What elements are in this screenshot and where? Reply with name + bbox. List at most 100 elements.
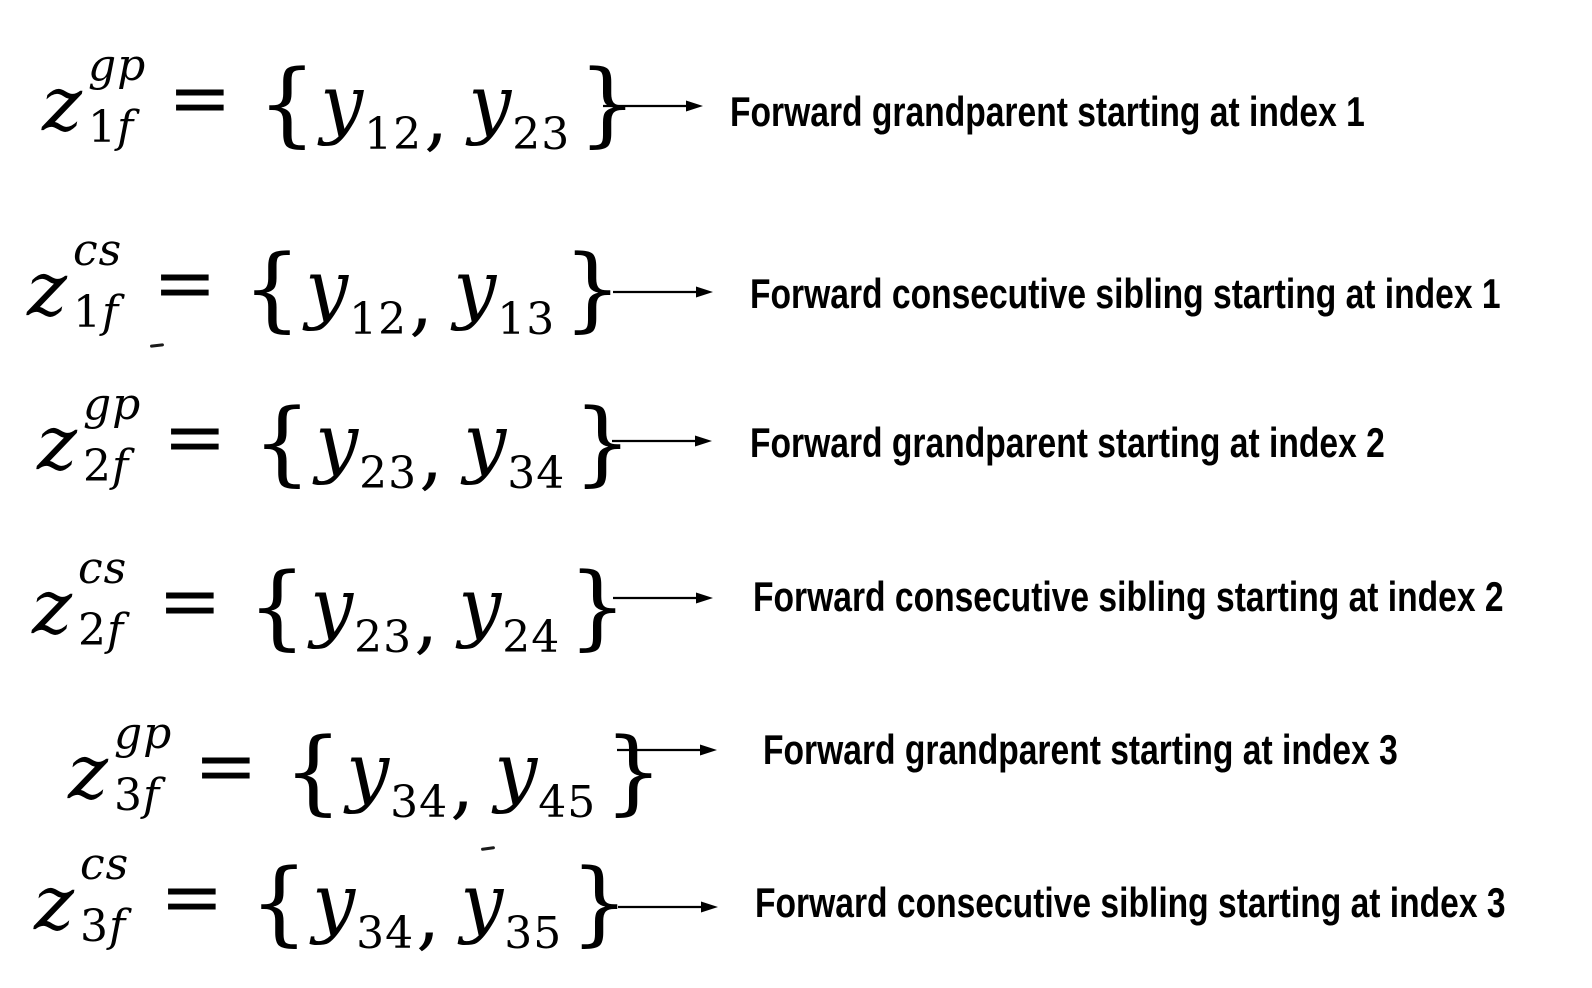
z-superscript: cs bbox=[78, 543, 128, 594]
set-element-sub: 34 bbox=[390, 777, 449, 828]
z-subscript-num: 3 bbox=[114, 770, 142, 821]
scan-artifact bbox=[480, 846, 496, 851]
arrow-icon bbox=[617, 744, 717, 756]
set-element: y24 bbox=[458, 568, 560, 660]
z-base: z bbox=[34, 858, 75, 947]
set-element: y23 bbox=[315, 404, 417, 496]
equals-sign: = bbox=[194, 721, 258, 810]
set-element-base: y bbox=[315, 397, 359, 486]
z-subscript-letter: f bbox=[107, 605, 124, 656]
annotation-label: Forward consecutive sibling starting at … bbox=[753, 573, 1504, 620]
z-subscript-num: 1 bbox=[73, 287, 101, 338]
comma: , bbox=[419, 410, 444, 499]
z-term: z cs 2f bbox=[32, 547, 126, 653]
equation: z cs 1f = { y12 , y13 } bbox=[27, 229, 622, 342]
comma: , bbox=[409, 256, 434, 345]
set-element-base: y bbox=[320, 58, 364, 147]
arrow-icon bbox=[618, 901, 718, 913]
z-subscript: 3f bbox=[80, 905, 125, 949]
set-element: y23 bbox=[310, 568, 412, 660]
open-brace: { bbox=[283, 718, 343, 825]
set-element-sub: 34 bbox=[356, 908, 415, 959]
set-element: y35 bbox=[460, 864, 562, 956]
set-element-sub: 24 bbox=[502, 612, 561, 663]
set-element: y12 bbox=[305, 250, 407, 342]
z-superscript: gp bbox=[88, 40, 147, 91]
z-base: z bbox=[32, 562, 73, 651]
set-element-base: y bbox=[453, 243, 497, 332]
z-term: z cs 3f bbox=[34, 843, 128, 949]
set-element-sub: 23 bbox=[354, 612, 413, 663]
arrow-icon bbox=[613, 592, 713, 604]
set-element-sub: 45 bbox=[538, 777, 597, 828]
set-element-sub: 12 bbox=[364, 109, 423, 160]
set-element-sub: 12 bbox=[349, 294, 408, 345]
annotation-label: Forward consecutive sibling starting at … bbox=[755, 879, 1506, 926]
open-brace: { bbox=[247, 553, 307, 660]
set-element-sub: 23 bbox=[359, 448, 418, 499]
set-element: y34 bbox=[312, 864, 414, 956]
set-element: y13 bbox=[453, 250, 555, 342]
open-brace: { bbox=[242, 235, 302, 342]
z-base: z bbox=[27, 244, 68, 333]
annotation-label: Forward consecutive sibling starting at … bbox=[750, 270, 1501, 317]
set-element: y12 bbox=[320, 65, 422, 157]
close-brace: } bbox=[604, 718, 663, 825]
z-subscript-letter: f bbox=[102, 287, 119, 338]
z-superscript: cs bbox=[80, 839, 130, 890]
equals-sign: = bbox=[153, 238, 217, 327]
set-element: y34 bbox=[463, 404, 565, 496]
annotation-label: Forward grandparent starting at index 1 bbox=[730, 88, 1365, 135]
set-element-base: y bbox=[305, 243, 349, 332]
set-element-sub: 35 bbox=[504, 908, 563, 959]
comma: , bbox=[416, 870, 441, 959]
set-element-base: y bbox=[346, 726, 390, 815]
equation: z gp 2f = { y23 , y34 } bbox=[37, 383, 632, 496]
set-element-base: y bbox=[468, 58, 512, 147]
equation: z gp 1f = { y12 , y23 } bbox=[42, 44, 637, 157]
set-element-base: y bbox=[312, 857, 356, 946]
z-subscript-num: 2 bbox=[83, 441, 111, 492]
annotation-label: Forward grandparent starting at index 2 bbox=[750, 419, 1385, 466]
z-base: z bbox=[42, 59, 83, 148]
equals-sign: = bbox=[160, 852, 224, 941]
z-subscript-letter: f bbox=[143, 770, 160, 821]
open-brace: { bbox=[249, 849, 309, 956]
set-element: y45 bbox=[494, 733, 596, 825]
arrow-icon bbox=[613, 286, 713, 298]
close-brace: } bbox=[568, 553, 627, 660]
z-superscript: gp bbox=[83, 379, 142, 430]
close-brace: } bbox=[578, 50, 637, 157]
close-brace: } bbox=[563, 235, 622, 342]
scan-artifact bbox=[149, 343, 165, 348]
z-superscript: gp bbox=[114, 708, 173, 759]
z-superscript: cs bbox=[73, 225, 123, 276]
z-subscript: 2f bbox=[78, 609, 123, 653]
comma: , bbox=[450, 739, 475, 828]
open-brace: { bbox=[257, 50, 317, 157]
annotation-label: Forward grandparent starting at index 3 bbox=[763, 726, 1398, 773]
set-element-sub: 23 bbox=[512, 109, 571, 160]
z-subscript-letter: f bbox=[117, 102, 134, 153]
set-element-base: y bbox=[463, 397, 507, 486]
equals-sign: = bbox=[158, 556, 222, 645]
z-subscript-num: 2 bbox=[78, 605, 106, 656]
z-subscript: 3f bbox=[114, 774, 159, 818]
z-subscript-num: 3 bbox=[80, 901, 108, 952]
z-subscript: 1f bbox=[73, 291, 118, 335]
close-brace: } bbox=[573, 389, 632, 496]
z-term: z cs 1f bbox=[27, 229, 121, 335]
set-element: y34 bbox=[346, 733, 448, 825]
z-subscript-num: 1 bbox=[88, 102, 116, 153]
equation: z cs 2f = { y23 , y24 } bbox=[32, 547, 627, 660]
z-term: z gp 2f bbox=[37, 383, 140, 489]
comma: , bbox=[414, 574, 439, 663]
equation: z gp 3f = { y34 , y45 } bbox=[68, 712, 663, 825]
set-element: y23 bbox=[468, 65, 570, 157]
open-brace: { bbox=[252, 389, 312, 496]
equation: z cs 3f = { y34 , y35 } bbox=[34, 843, 629, 956]
set-element-base: y bbox=[310, 561, 354, 650]
z-subscript-letter: f bbox=[112, 441, 129, 492]
z-base: z bbox=[37, 398, 78, 487]
